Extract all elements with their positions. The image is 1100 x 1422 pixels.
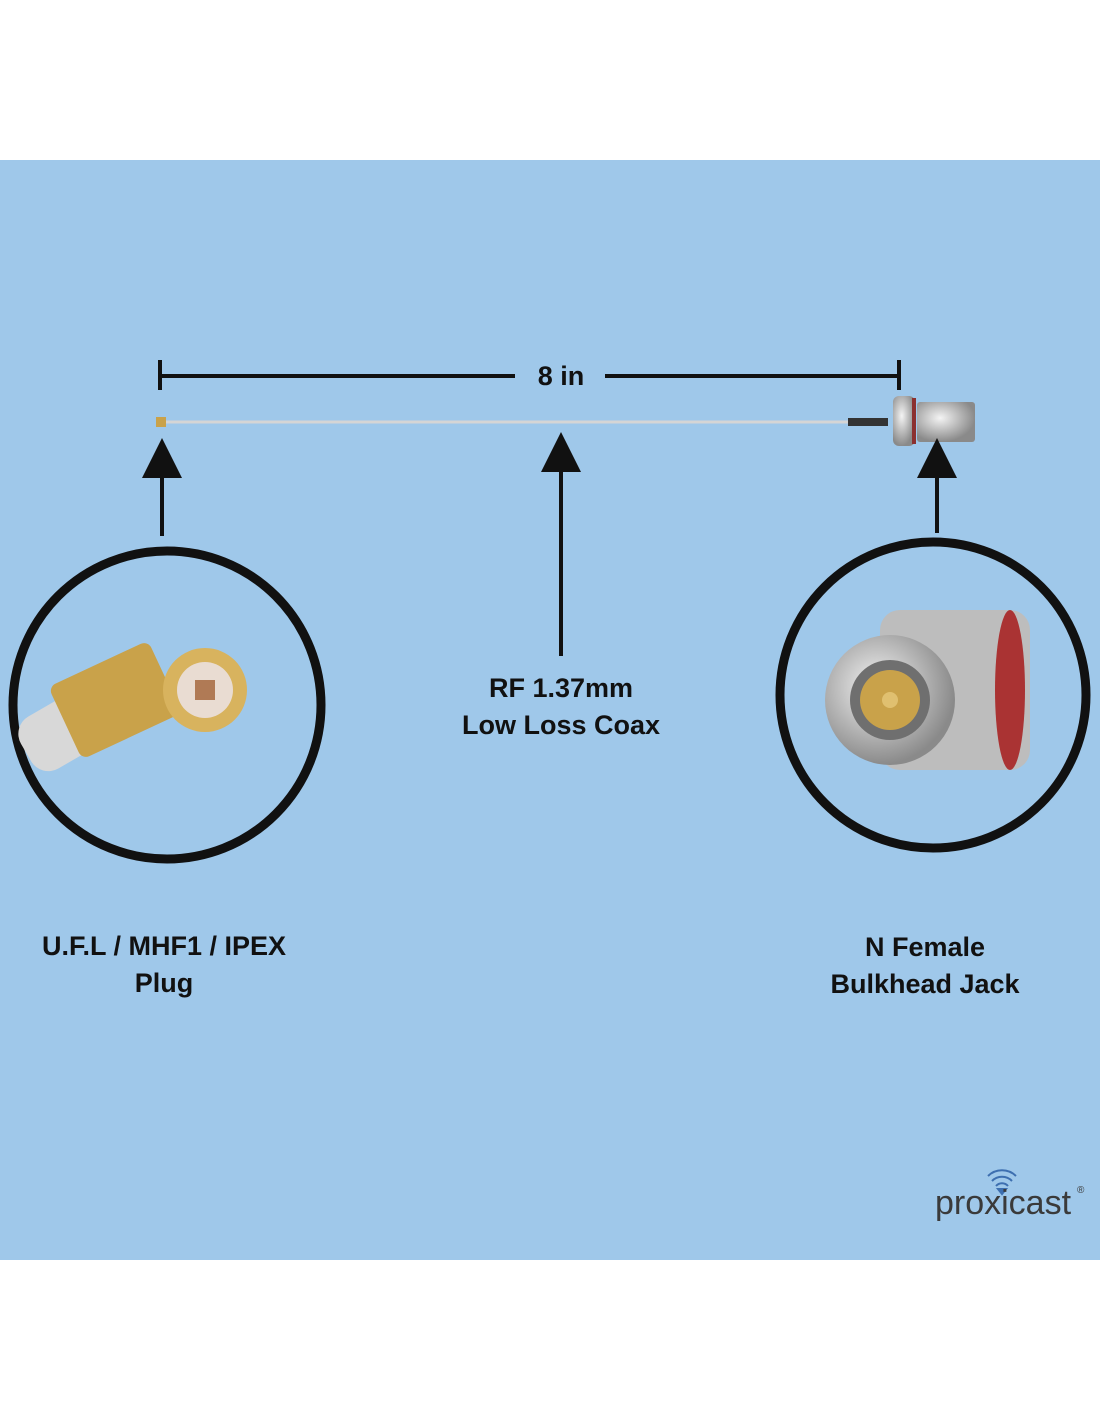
length-label: 8 in (538, 361, 585, 391)
cable-label-line2: Low Loss Coax (462, 710, 660, 740)
right-connector-label-line2: Bulkhead Jack (830, 969, 1020, 999)
registered-mark: ® (1077, 1185, 1085, 1196)
ufl-plug-small (156, 417, 166, 427)
cable-label-line1: RF 1.37mm (489, 673, 633, 703)
brand-name: proxicast (935, 1184, 1072, 1222)
proxicast-logo: proxicast ® (935, 1169, 1085, 1222)
wifi-icon (987, 1169, 1017, 1196)
n-bulkhead-small (893, 396, 915, 446)
dimension-line (158, 360, 901, 390)
left-connector-label-line1: U.F.L / MHF1 / IPEX (42, 931, 286, 961)
ufl-plug-closeup (8, 546, 326, 864)
right-connector-label-line1: N Female (865, 932, 985, 962)
left-connector-label-line2: Plug (135, 968, 194, 998)
cable-assembly (156, 396, 975, 446)
n-female-closeup (775, 537, 1091, 853)
